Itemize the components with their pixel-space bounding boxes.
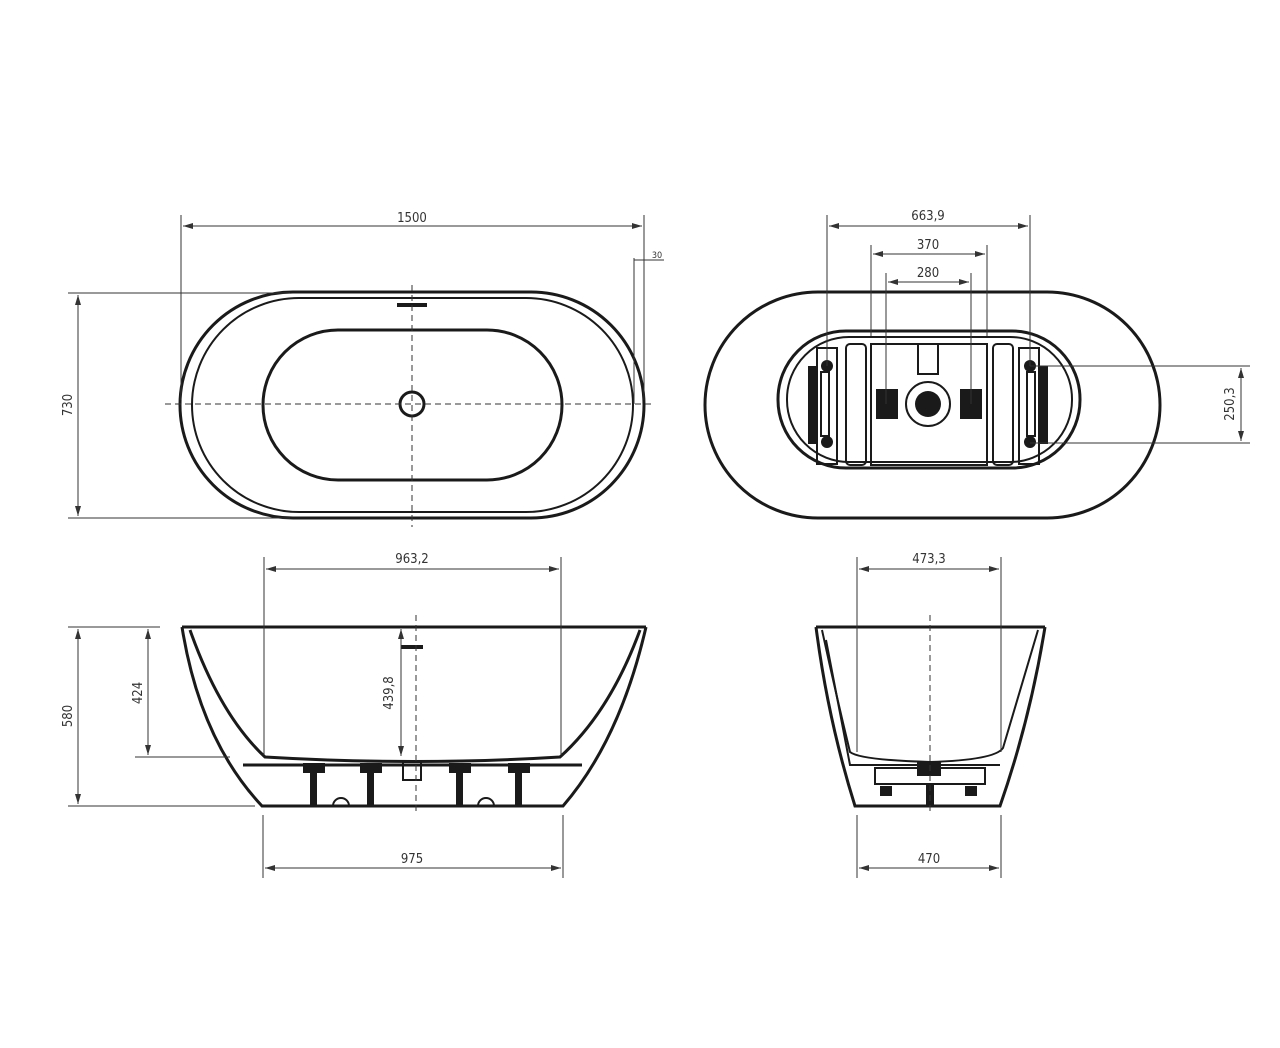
dim-bracket-span: 663,9 bbox=[911, 209, 944, 224]
dim-outer-feet: 370 bbox=[917, 238, 939, 253]
dim-rim: 30 bbox=[652, 251, 662, 261]
dim-inner-length: 963,2 bbox=[395, 552, 428, 567]
dim-inner-depth: 424 bbox=[131, 682, 146, 704]
top-view: 1500 30 730 bbox=[61, 211, 664, 527]
end-view: 473,3 470 bbox=[814, 552, 1047, 878]
dim-inner-width: 473,3 bbox=[912, 552, 945, 567]
dim-length: 1500 bbox=[397, 211, 427, 226]
dim-inner-feet: 280 bbox=[917, 266, 939, 281]
dim-bracket-depth: 250,3 bbox=[1223, 387, 1238, 420]
dim-base-length: 975 bbox=[401, 852, 423, 867]
dim-base-width: 470 bbox=[918, 852, 940, 867]
dim-width: 730 bbox=[61, 394, 76, 416]
left-bracket bbox=[808, 347, 838, 465]
waste-icon bbox=[915, 391, 941, 417]
bottom-view: 663,9 370 280 250,3 bbox=[703, 209, 1250, 520]
overflow bbox=[401, 645, 423, 649]
feet bbox=[303, 761, 530, 807]
dim-height: 580 bbox=[61, 705, 76, 727]
right-bracket bbox=[1018, 347, 1048, 465]
foot-left bbox=[876, 389, 898, 419]
dim-overflow-depth: 439,8 bbox=[382, 676, 397, 709]
side-view: 963,2 975 580 424 439,8 bbox=[61, 552, 648, 878]
